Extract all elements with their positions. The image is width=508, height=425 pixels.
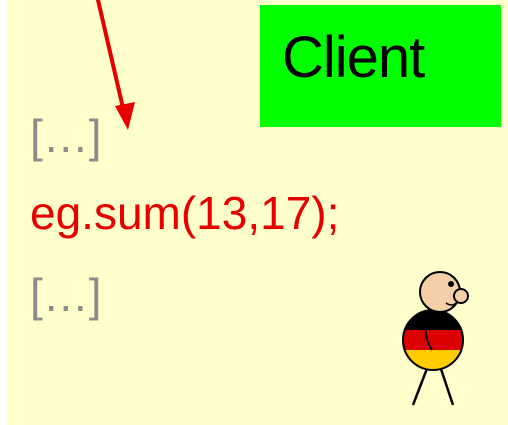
code-ellipsis-after: […] [30, 269, 102, 321]
code-ellipsis-before: […] [30, 110, 102, 162]
stick-figure-german-flag-icon [402, 271, 469, 406]
red-arrow-icon [96, 0, 135, 130]
client-label-badge: Client [260, 5, 501, 127]
method-call-line: eg.sum(13,17); [30, 187, 340, 239]
